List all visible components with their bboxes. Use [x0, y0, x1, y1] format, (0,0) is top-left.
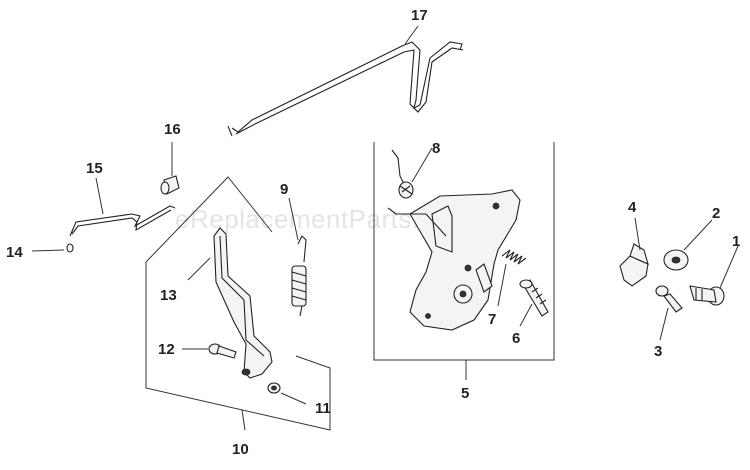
leader-13	[187, 257, 211, 281]
part-9-spring	[291, 235, 307, 317]
callout-14: 14	[6, 244, 23, 261]
part-2-washer	[663, 249, 689, 271]
leader-9	[288, 197, 299, 241]
callout-5: 5	[461, 385, 469, 402]
callout-8: 8	[432, 140, 440, 157]
part-17-rod	[227, 41, 464, 137]
part-14-clip	[66, 243, 74, 253]
leader-8	[411, 147, 433, 183]
leader-7	[497, 263, 507, 307]
callout-2: 2	[712, 205, 720, 222]
leader-2	[683, 219, 713, 251]
part-1-bolt	[689, 285, 725, 306]
leader-17	[404, 25, 419, 45]
assembly-5-outline	[373, 142, 555, 361]
callout-1: 1	[732, 233, 740, 250]
leader-14	[31, 249, 65, 252]
part-4-clip	[619, 243, 649, 287]
control-bracket	[387, 189, 521, 331]
callout-4: 4	[628, 199, 637, 216]
leader-6	[519, 303, 533, 327]
part-16-bushing	[160, 175, 180, 195]
assembly-10-outline	[145, 176, 331, 431]
callout-6: 6	[512, 330, 520, 347]
callout-12: 12	[158, 341, 175, 358]
leader-1	[719, 245, 739, 289]
leader-11	[280, 392, 307, 405]
part-15-link	[69, 205, 176, 237]
part-3-screw	[655, 285, 683, 313]
leader-15	[95, 177, 104, 215]
callout-3: 3	[654, 343, 662, 360]
callout-15: 15	[86, 160, 103, 177]
callout-9: 9	[280, 181, 288, 198]
leader-3	[659, 307, 669, 341]
callout-11: 11	[315, 400, 331, 417]
part-12-bolt	[208, 343, 237, 359]
leader-10	[241, 409, 246, 431]
part-11-nut	[267, 382, 281, 394]
part-13-lever	[213, 227, 273, 379]
callout-17: 17	[411, 7, 428, 24]
leader-4	[634, 217, 641, 251]
callout-7: 7	[488, 311, 496, 328]
part-6-screw	[519, 279, 549, 317]
callout-13: 13	[160, 287, 177, 304]
callout-16: 16	[164, 121, 181, 138]
part-7-spring	[501, 249, 527, 265]
callout-10: 10	[232, 441, 249, 458]
part-8-spring	[391, 149, 414, 199]
